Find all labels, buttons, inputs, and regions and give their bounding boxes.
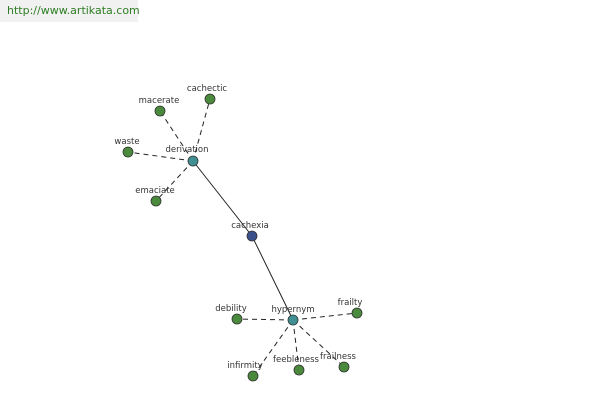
node-frailty[interactable] [351, 307, 363, 319]
node-infirmity[interactable] [247, 370, 259, 382]
node-cachexia[interactable] [246, 230, 258, 242]
node-label-infirmity: infirmity [227, 361, 262, 371]
edge-derivation-waste [127, 151, 194, 162]
node-label-feebleness: feebleness [273, 355, 319, 365]
node-label-derivation: derivation [165, 145, 208, 155]
graph-labels: cachexia derivation hypernym cachectic macer… [114, 84, 362, 371]
node-label-frailness: frailness [320, 352, 356, 362]
edge-cachexia-derivation [192, 160, 253, 237]
node-label-waste: waste [114, 137, 139, 147]
node-emaciate[interactable] [150, 195, 162, 207]
node-frailness[interactable] [338, 361, 350, 373]
node-label-hypernym: hypernym [271, 305, 314, 315]
edge-hypernym-frailness [292, 319, 345, 368]
node-label-frailty: frailty [338, 298, 363, 308]
node-label-emaciate: emaciate [135, 186, 175, 196]
node-hypernym[interactable] [287, 314, 299, 326]
node-derivation[interactable] [187, 155, 199, 167]
node-label-debility: debility [215, 304, 246, 314]
node-macerate[interactable] [154, 105, 166, 117]
edge-hypernym-frailty [292, 312, 358, 321]
edge-derivation-emaciate [155, 160, 194, 202]
edge-cachexia-hypernym [251, 235, 294, 321]
edge-derivation-cachectic [192, 98, 211, 162]
url-banner: http://www.artikata.com [0, 0, 140, 22]
node-label-macerate: macerate [139, 96, 180, 106]
node-waste[interactable] [122, 146, 134, 158]
node-feebleness[interactable] [293, 364, 305, 376]
node-label-cachexia: cachexia [231, 221, 269, 231]
graph-edges [127, 98, 358, 377]
edge-derivation-macerate [159, 110, 194, 162]
graph-nodes [122, 93, 363, 382]
edge-hypernym-debility [236, 318, 294, 321]
node-debility[interactable] [231, 313, 243, 325]
node-cachectic[interactable] [204, 93, 216, 105]
node-label-cachectic: cachectic [187, 84, 228, 94]
edge-hypernym-infirmity [252, 319, 294, 377]
site-url-link[interactable]: http://www.artikata.com [7, 4, 140, 17]
